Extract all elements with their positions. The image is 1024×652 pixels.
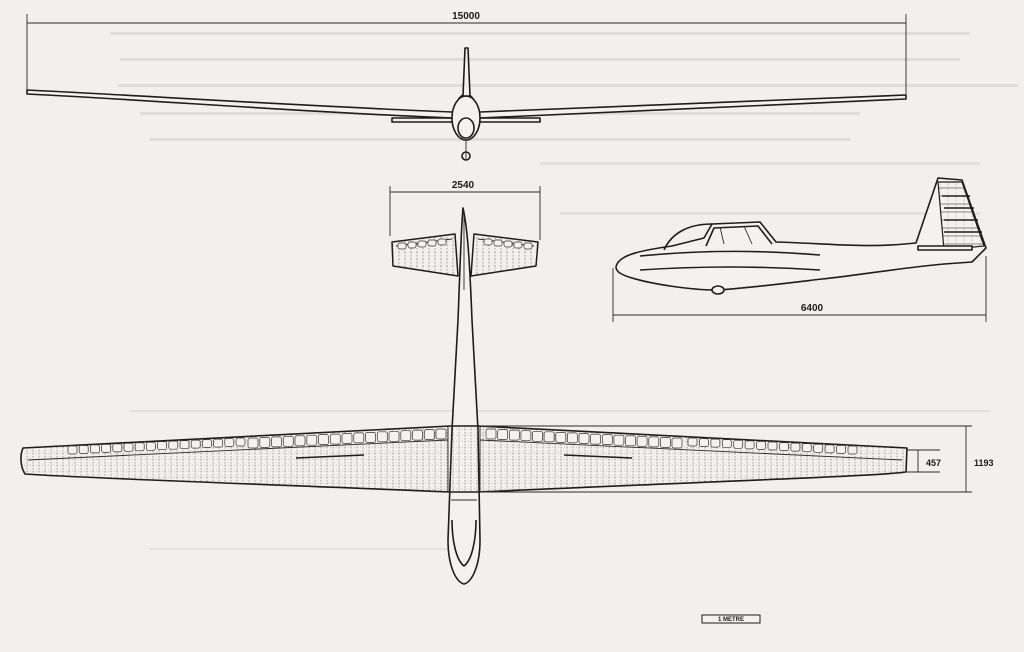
wing-rib-cell <box>213 438 223 448</box>
wing-rib-cell <box>318 434 329 445</box>
wing-rib-cell <box>235 437 246 447</box>
scale-bar-label: 1 METRE <box>718 617 744 623</box>
wing-rib-cell <box>543 431 555 443</box>
wing-rib-cell <box>687 437 698 447</box>
wing-rib-cell <box>744 440 755 450</box>
front-fin <box>462 47 471 97</box>
wing-rib-cell <box>112 443 123 453</box>
wing-rib-cell <box>224 438 235 447</box>
side-fin <box>937 181 985 251</box>
span-dimension: 15000 <box>26 11 907 94</box>
wing-rib-cell <box>824 444 835 454</box>
wing-rib-cell <box>660 437 671 448</box>
wing-cells-right <box>485 428 858 455</box>
wing-rib-cell <box>78 445 89 454</box>
wing-rib-cell <box>779 442 789 451</box>
wing-rib-cell <box>532 430 543 442</box>
wing-rib-cell <box>847 445 858 455</box>
wing-rib-cell <box>294 435 306 447</box>
length-dimension: 6400 <box>612 256 987 322</box>
wing-rib-cell <box>578 433 590 444</box>
wing-rib-cell <box>67 445 78 455</box>
tailplane-dimension: 2540 <box>389 180 541 240</box>
wing-rib-cell <box>790 442 801 452</box>
side-view: 6400 <box>612 177 987 322</box>
wing-rib-cell <box>699 438 709 447</box>
wing-rib-cell <box>202 439 212 448</box>
wing-rib-cell <box>247 437 259 449</box>
wing-rib-cell <box>146 441 156 451</box>
wing-rib-cell <box>123 442 134 452</box>
wing-rib-cell <box>497 429 508 440</box>
wing-rib-cell <box>613 434 625 446</box>
wing-rib-cell <box>259 437 271 448</box>
elevator-cells <box>397 238 533 250</box>
wing-rib-cell <box>636 435 648 447</box>
wing-rib-cell <box>376 431 388 443</box>
wing-rib-cell <box>423 429 435 440</box>
chord-dimensions: 457 1193 <box>480 425 994 493</box>
plan-view: 2540 <box>20 180 994 585</box>
tailplane-label: 2540 <box>452 180 475 191</box>
wing-rib-cell <box>365 432 376 443</box>
wing-rib-cell <box>648 436 660 448</box>
wing-rib-cell <box>801 443 812 453</box>
wing-rib-cell <box>388 430 400 442</box>
front-tailplane <box>391 117 541 123</box>
wing-rib-cell <box>485 428 497 440</box>
aileron-chord-label: 457 <box>926 458 941 468</box>
wing-rib-cell <box>282 435 294 447</box>
wing-rib-cell <box>813 443 824 453</box>
wing-rib-cell <box>756 441 766 450</box>
wing-rib-cell <box>671 437 683 449</box>
wing-rib-cell <box>341 433 353 444</box>
wing-rib-cell <box>412 429 423 441</box>
wing-rib-cell <box>601 434 613 445</box>
wing-rib-cell <box>101 444 111 453</box>
wing-rib-cell <box>90 444 100 454</box>
scale-bar: 1 METRE <box>701 614 761 624</box>
plan-wing <box>20 425 908 493</box>
wing-rib-cell <box>400 430 412 442</box>
plan-tailplane-left <box>391 233 459 277</box>
wing-rib-cell <box>190 439 201 449</box>
wing-rib-cell <box>329 433 341 445</box>
length-label: 6400 <box>801 303 824 314</box>
wing-rib-cell <box>168 440 179 450</box>
wing-rib-cell <box>306 434 318 446</box>
wing-rib-cell <box>508 429 520 441</box>
wing-rib-cell <box>710 438 721 448</box>
wing-rib-cell <box>353 432 365 444</box>
wing-rib-cell <box>271 436 282 448</box>
wing-rib-cell <box>625 435 636 447</box>
root-chord-label: 1193 <box>974 458 994 468</box>
wing-rib-cell <box>157 441 167 451</box>
wing-rib-cell <box>179 440 190 450</box>
side-fuselage <box>615 177 987 291</box>
wing-rib-cell <box>836 445 846 454</box>
front-view: 15000 <box>26 11 907 161</box>
wing-rib-cell <box>134 442 145 452</box>
plan-tailplane-right <box>470 233 539 277</box>
wing-rib-cell <box>721 439 732 449</box>
wing-rib-cell <box>567 432 578 444</box>
wing-rib-cell <box>520 430 532 442</box>
wing-rib-cell <box>733 439 744 449</box>
wing-rib-cell <box>767 441 778 451</box>
wing-cells-left <box>67 428 447 455</box>
wing-rib-cell <box>555 432 567 443</box>
wing-rib-cell <box>590 433 601 445</box>
wing-rib-cell <box>435 428 447 440</box>
span-label: 15000 <box>452 11 480 22</box>
